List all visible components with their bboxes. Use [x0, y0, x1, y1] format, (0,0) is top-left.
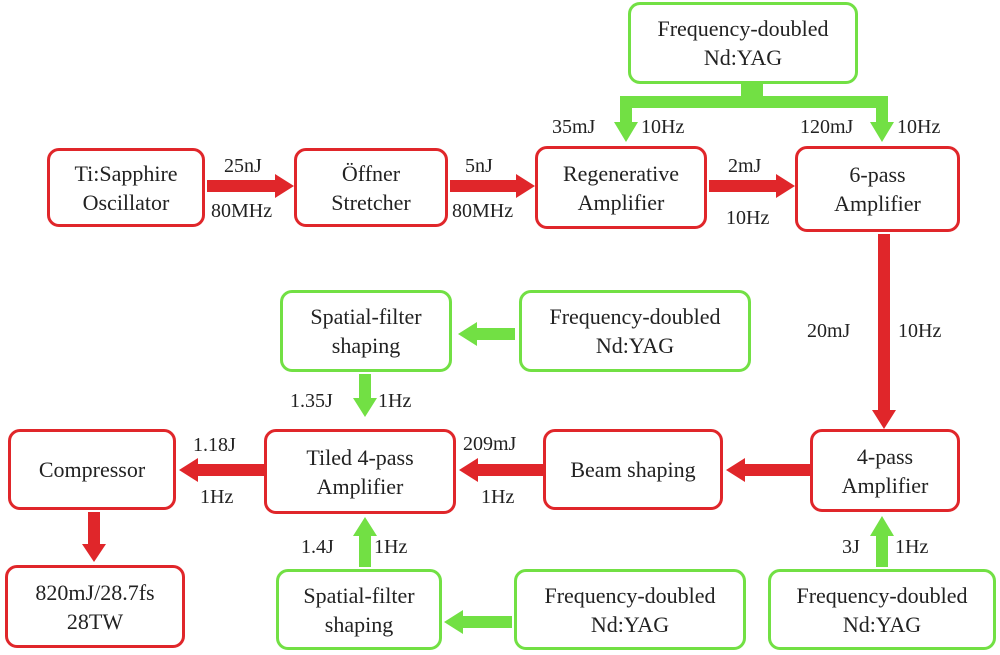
regen-line-2: Amplifier [577, 189, 665, 215]
stretcher-energy-label: 5nJ [465, 155, 493, 177]
pump-top-line-1: Frequency-doubled [657, 16, 829, 41]
arrow-pump-low-mid-to-sf-lower [444, 610, 512, 634]
four-pass-amplifier-box: 4-pass Amplifier [810, 429, 960, 512]
oscillator-line-1: Ti:Sapphire [74, 160, 178, 186]
pump-mid-line-2: Nd:YAG [595, 333, 675, 358]
tiled-amplifier-box: Tiled 4-pass Amplifier [264, 429, 456, 514]
six-pass-amplifier-box: 6-pass Amplifier [795, 146, 960, 232]
oscillator-line-2: Oscillator [82, 189, 170, 215]
sf-lower-line-1: Spatial-filter [303, 582, 415, 608]
pump-four-energy-label: 3J [842, 536, 860, 558]
sf-upper-energy-label: 1.35J [290, 390, 333, 412]
six-pass-line-2: Amplifier [834, 191, 921, 216]
regen-amplifier-box: Regenerative Amplifier [535, 146, 707, 229]
pump-mid-line-1: Frequency-doubled [549, 304, 721, 329]
spatial-filter-lower-box: Spatial-filter shaping [276, 569, 442, 650]
pump-regen-rate-label: 10Hz [641, 116, 685, 138]
tiled-rate-label: 1Hz [200, 486, 234, 508]
pump-low-mid-line-1: Frequency-doubled [544, 582, 716, 608]
four-pass-rate-label: 1Hz [481, 486, 515, 508]
arrow-pump-mid-to-sf-upper [458, 322, 515, 346]
pump-low-right-line-2: Nd:YAG [842, 611, 922, 637]
arrow-pump-to-six-pass [870, 96, 894, 142]
sf-upper-rate-label: 1Hz [378, 390, 412, 412]
regen-line-1: Regenerative [562, 160, 680, 186]
tiled-line-2: Amplifier [316, 473, 404, 499]
arrow-six-pass-to-four-pass [872, 234, 896, 429]
sf-upper-line-1: Spatial-filter [310, 304, 422, 329]
stretcher-box: Öffner Stretcher [294, 148, 448, 227]
pump-mid-box: Frequency-doubled Nd:YAG [519, 290, 751, 372]
osc-energy-label: 25nJ [224, 155, 262, 177]
arrow-compressor-to-output [82, 512, 106, 562]
six-pass-line-1: 6-pass [849, 162, 906, 187]
arrow-beam-shaping-to-tiled [459, 458, 543, 482]
pump-top-line-2: Nd:YAG [703, 45, 783, 70]
pump-low-right-line-1: Frequency-doubled [796, 582, 968, 608]
oscillator-box: Ti:Sapphire Oscillator [47, 148, 205, 227]
pump-six-energy-label: 120mJ [800, 116, 854, 138]
arrow-pump-low-right-to-four-pass [870, 516, 894, 567]
arrow-tiled-to-compressor [179, 458, 264, 482]
pump-top-bar [620, 96, 888, 108]
regen-energy-label: 2mJ [728, 155, 762, 177]
four-pass-line-1: 4-pass [856, 443, 914, 469]
pump-top-box: Frequency-doubled Nd:YAG [628, 2, 858, 84]
pump-regen-energy-label: 35mJ [552, 116, 596, 138]
arrow-pump-to-regen [614, 96, 638, 142]
pump-top-stem [741, 84, 763, 98]
pump-low-mid-line-2: Nd:YAG [590, 611, 670, 637]
four-pass-energy-label: 209mJ [463, 433, 517, 455]
spatial-filter-upper-box: Spatial-filter shaping [280, 290, 452, 372]
beam-shaping-label: Beam shaping [570, 457, 696, 482]
pump-six-rate-label: 10Hz [897, 116, 941, 138]
compressor-box: Compressor [8, 429, 176, 510]
arrow-regen-to-six-pass [709, 174, 795, 198]
compressor-label: Compressor [38, 457, 146, 482]
arrow-oscillator-to-stretcher [207, 174, 294, 198]
sf-upper-line-2: shaping [331, 333, 401, 358]
stretcher-rate-label: 80MHz [452, 200, 514, 222]
output-line-2: 28TW [66, 608, 124, 634]
stretcher-line-2: Stretcher [331, 189, 411, 215]
pump-four-rate-label: 1Hz [895, 536, 929, 558]
output-line-1: 820mJ/28.7fs [35, 579, 155, 605]
arrow-sf-lower-to-tiled [353, 517, 377, 567]
pump-low-mid-box: Frequency-doubled Nd:YAG [514, 569, 746, 650]
pump-low-right-box: Frequency-doubled Nd:YAG [768, 569, 996, 650]
six-pass-energy-label: 20mJ [807, 320, 851, 342]
tiled-line-1: Tiled 4-pass [306, 444, 414, 470]
four-pass-line-2: Amplifier [841, 472, 929, 498]
regen-rate-label: 10Hz [726, 207, 770, 229]
arrow-four-pass-to-beam-shaping [726, 458, 810, 482]
beam-shaping-box: Beam shaping [543, 429, 723, 510]
sf-lower-line-2: shaping [324, 611, 394, 637]
output-box: 820mJ/28.7fs 28TW [5, 565, 185, 648]
arrow-sf-upper-to-tiled [353, 374, 377, 417]
tiled-energy-label: 1.18J [193, 434, 236, 456]
stretcher-line-1: Öffner [341, 160, 401, 186]
osc-rate-label: 80MHz [211, 200, 273, 222]
six-pass-rate-label: 10Hz [898, 320, 942, 342]
sf-lower-rate-label: 1Hz [374, 536, 408, 558]
arrow-stretcher-to-regen [450, 174, 535, 198]
sf-lower-energy-label: 1.4J [301, 536, 334, 558]
